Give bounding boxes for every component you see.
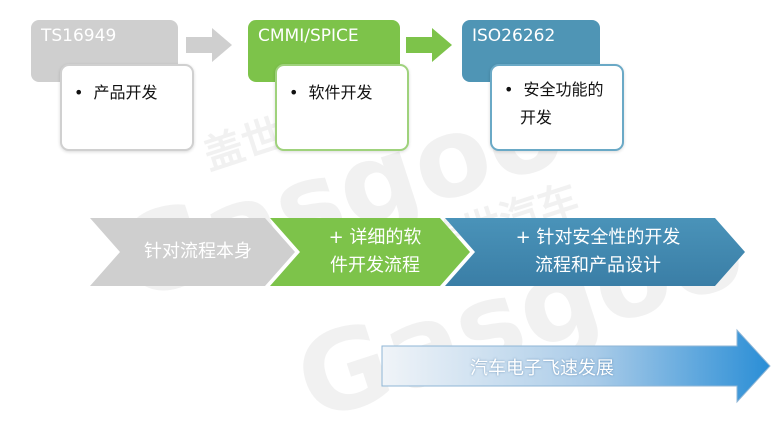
stage-card-product-development: • 产品开发: [60, 64, 194, 151]
stage-card-software-development: • 软件开发: [275, 64, 409, 151]
chevron-safety-process: [445, 218, 745, 286]
card-item-text: 软件开发: [308, 83, 373, 102]
bullet: •: [74, 83, 84, 102]
chevron-process-itself: [90, 218, 295, 286]
chevron-label-1: 针对流程本身: [144, 241, 252, 262]
connector-arrow-1: [186, 28, 232, 62]
chevron-detailed-software-process: [270, 218, 470, 286]
card-item-text-line1: 安全功能的: [523, 80, 604, 99]
progress-arrow-label: 汽车电子飞速发展: [470, 358, 614, 379]
card-item-text: 产品开发: [93, 83, 158, 102]
bullet: •: [504, 80, 514, 99]
card-item-text-line2: 开发: [520, 108, 553, 127]
connector-arrow-2: [406, 28, 452, 62]
chevron-label-2: + 详细的软 件开发流程: [328, 227, 422, 276]
bullet: •: [289, 83, 299, 102]
chevron-label-3: + 针对安全性的开发 流程和产品设计: [515, 227, 681, 276]
progress-arrow-shape: [381, 328, 771, 404]
stage-card-safety-function-development: • 安全功能的 开发: [490, 64, 624, 151]
